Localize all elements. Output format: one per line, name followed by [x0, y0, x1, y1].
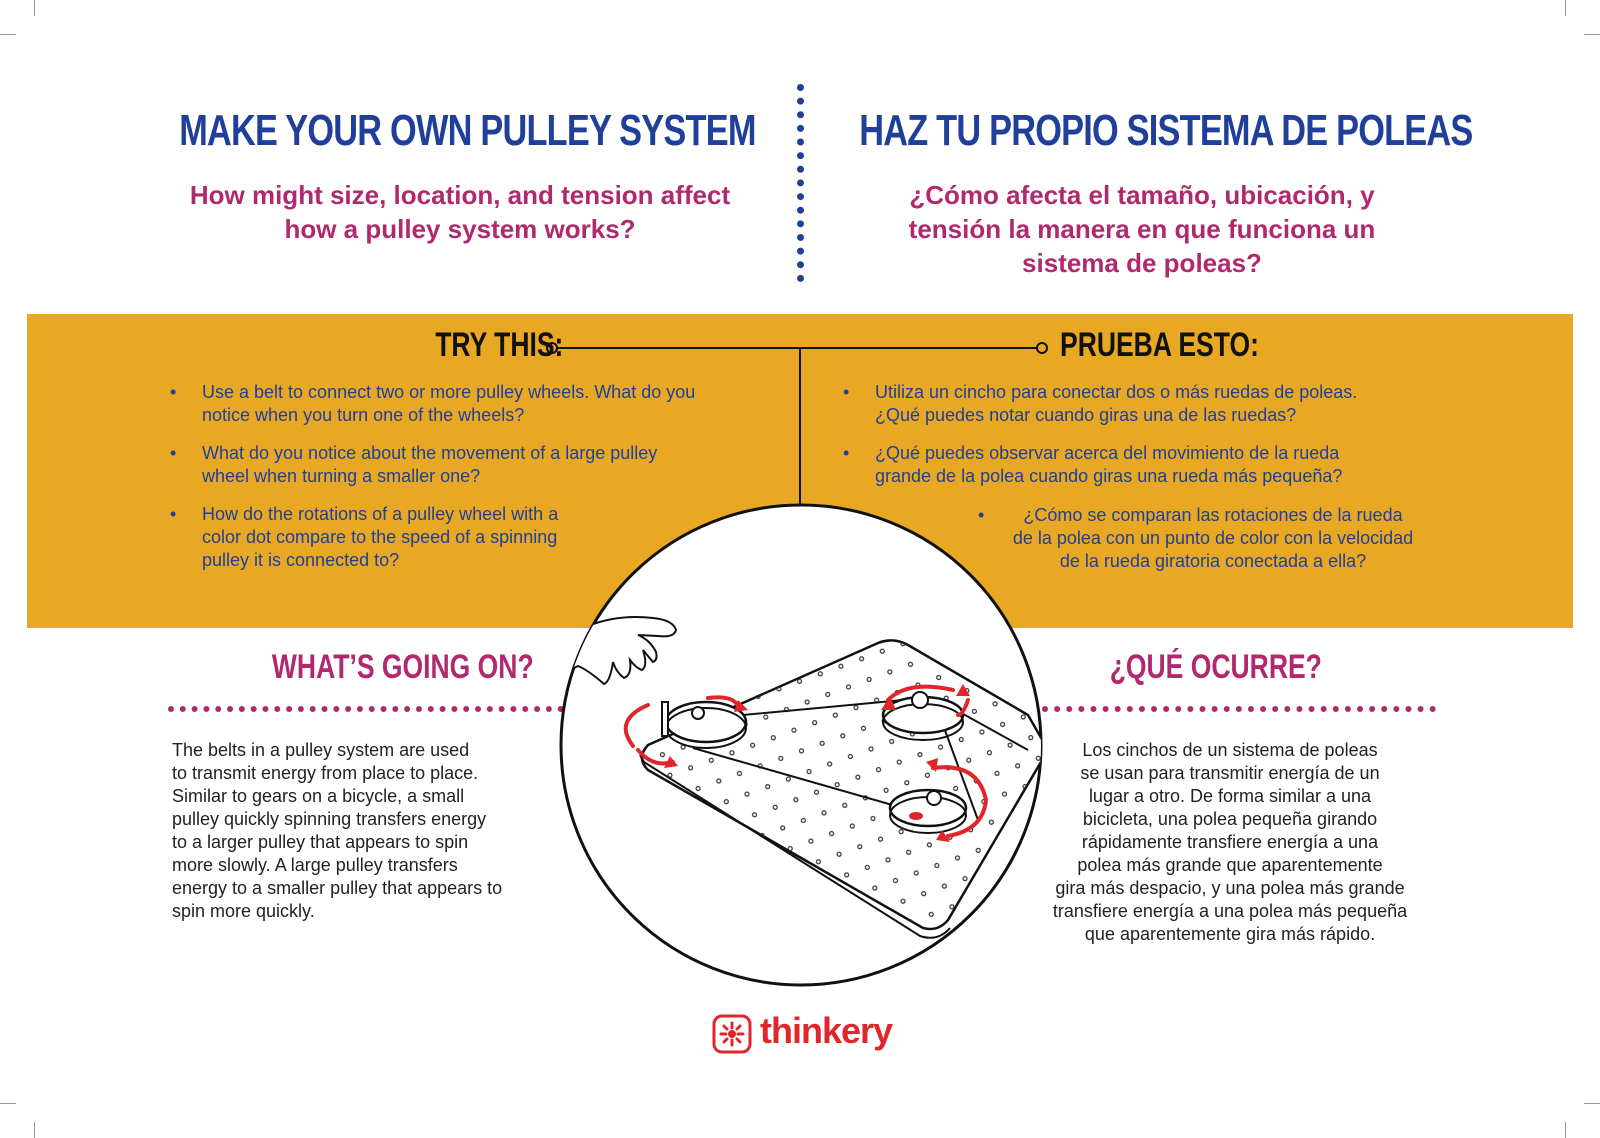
thinkery-logo-text: thinkery: [760, 1010, 893, 1051]
title-spanish: HAZ TU PROPIO SISTEMA DE POLEAS: [859, 106, 1473, 155]
thinkery-logo-icon: [712, 1014, 752, 1054]
pulley-illustration: [559, 503, 1043, 987]
try-this-heading: TRY THIS:: [435, 326, 564, 364]
body-line: bicicleta, una polea pequeña girando: [1082, 809, 1378, 829]
crop-mark: [1584, 1103, 1600, 1104]
list-item-line: Use a belt to connect two or more pulley…: [202, 382, 696, 402]
body-line: to transmit energy from place to place.: [172, 763, 479, 783]
body-line: energy to a smaller pulley that appears …: [172, 878, 503, 898]
list-item-line: de la polea con un punto de color con la…: [1012, 528, 1414, 548]
crop-mark: [0, 1103, 16, 1104]
question-line: sistema de poleas?: [1022, 248, 1262, 278]
list-item-line: de la rueda giratoria conectada a ella?: [1059, 551, 1367, 571]
dotted-divider-left: [168, 706, 564, 712]
list-item: Utiliza un cincho para conectar dos o má…: [843, 381, 1443, 427]
body-line: Similar to gears on a bicycle, a small: [172, 786, 465, 806]
list-item-line: pulley it is connected to?: [202, 550, 400, 570]
crop-mark: [1565, 1122, 1566, 1138]
list-item: Use a belt to connect two or more pulley…: [170, 381, 770, 427]
list-item-line: color dot compare to the speed of a spin…: [202, 527, 558, 547]
body-line: que aparentemente gira más rápido.: [1084, 924, 1376, 944]
prueba-esto-bullet-3: • ¿Cómo se comparan las rotaciones de la…: [978, 504, 1448, 573]
que-ocurre-heading: ¿QUÉ OCURRE?: [1109, 648, 1322, 686]
question-line: ¿Cómo afecta el tamaño, ubicación, y: [909, 180, 1375, 210]
bullet-dot: •: [978, 505, 985, 525]
body-line: lugar a otro. De forma similar a una: [1088, 786, 1372, 806]
try-this-list: Use a belt to connect two or more pulley…: [170, 381, 770, 587]
whats-going-on-heading: WHAT’S GOING ON?: [271, 648, 534, 686]
list-item: How do the rotations of a pulley wheel w…: [170, 503, 770, 572]
explanation-english: The belts in a pulley system are used to…: [172, 739, 572, 923]
body-line: se usan para transmitir energía de un: [1080, 763, 1380, 783]
crop-mark: [0, 34, 16, 35]
list-item-line: What do you notice about the movement of…: [202, 443, 658, 463]
list-item-line: grande de la polea cuando giras una rued…: [875, 466, 1343, 486]
list-item-line: notice when you turn one of the wheels?: [202, 405, 525, 425]
prueba-esto-list: Utiliza un cincho para conectar dos o má…: [843, 381, 1443, 503]
prueba-esto-heading: PRUEBA ESTO:: [1060, 326, 1259, 364]
body-line: spin more quickly.: [172, 901, 315, 921]
crop-mark: [34, 0, 35, 16]
body-line: pulley quickly spinning transfers energy: [172, 809, 487, 829]
body-line: to a larger pulley that appears to spin: [172, 832, 469, 852]
title-english: MAKE YOUR OWN PULLEY SYSTEM: [179, 106, 756, 155]
list-item-line: ¿Qué puedes notar cuando giras una de la…: [875, 405, 1297, 425]
question-line: how a pulley system works?: [284, 214, 636, 244]
list-item: ¿Qué puedes observar acerca del movimien…: [843, 442, 1443, 488]
list-item-line: How do the rotations of a pulley wheel w…: [202, 504, 559, 524]
list-item-line: wheel when turning a smaller one?: [202, 466, 481, 486]
crop-mark: [1584, 34, 1600, 35]
list-item-line: Utiliza un cincho para conectar dos o má…: [875, 382, 1358, 402]
list-item-line: ¿Qué puedes observar acerca del movimien…: [875, 443, 1340, 463]
question-spanish: ¿Cómo afecta el tamaño, ubicación, y ten…: [822, 178, 1462, 280]
crop-mark: [1565, 0, 1566, 16]
thinkery-logo: thinkery: [712, 1010, 902, 1058]
explanation-spanish: Los cinchos de un sistema de poleas se u…: [1010, 739, 1450, 946]
body-line: polea más grande que aparentemente: [1077, 855, 1383, 875]
heading-connector: [546, 342, 1048, 508]
list-item: What do you notice about the movement of…: [170, 442, 770, 488]
body-line: rápidamente transfiere energía a una: [1081, 832, 1379, 852]
body-line: transfiere energía a una polea más peque…: [1052, 901, 1408, 921]
body-line: Los cinchos de un sistema de poleas: [1082, 740, 1378, 760]
body-line: more slowly. A large pulley transfers: [172, 855, 458, 875]
body-line: gira más despacio, y una polea más grand…: [1055, 878, 1405, 898]
crop-mark: [34, 1122, 35, 1138]
question-english: How might size, location, and tension af…: [140, 178, 780, 246]
question-line: How might size, location, and tension af…: [189, 180, 731, 210]
list-item-line: ¿Cómo se comparan las rotaciones de la r…: [1023, 505, 1403, 525]
color-dot: [909, 812, 923, 820]
vertical-dotted-divider: [797, 84, 804, 282]
dotted-divider-right: [1042, 706, 1436, 712]
body-line: The belts in a pulley system are used: [172, 740, 470, 760]
question-line: tensión la manera en que funciona un: [908, 214, 1376, 244]
